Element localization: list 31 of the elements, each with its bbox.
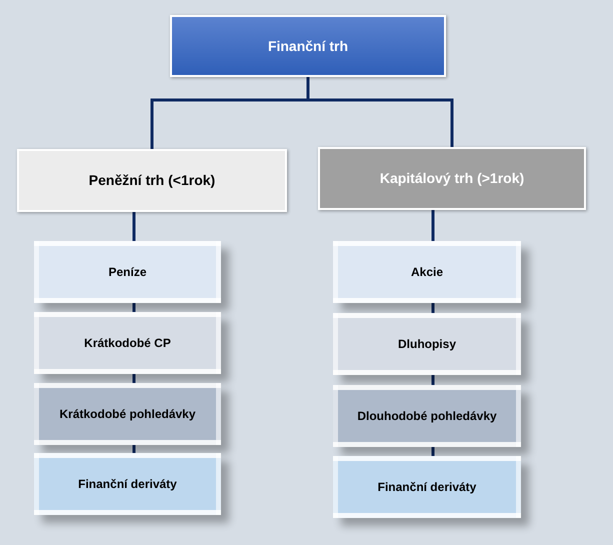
box-label: Kapitálový trh (>1rok): [380, 169, 524, 188]
item-box: [34, 241, 221, 303]
connector-line: [132, 212, 136, 241]
connector-line: [432, 303, 434, 313]
box-label: Peníze: [108, 264, 146, 281]
connector-line: [132, 445, 136, 453]
item-box: [333, 241, 521, 303]
item-box: [333, 313, 521, 375]
connector-line: [432, 447, 434, 456]
root-box: [170, 15, 446, 77]
item-box: [34, 312, 221, 374]
box-label: Akcie: [410, 264, 444, 281]
connector-line: [306, 77, 454, 147]
box-label: Finanční deriváty: [378, 479, 476, 496]
box-label: Finanční trh: [268, 36, 348, 56]
connector-line: [132, 374, 136, 383]
connector-line: [132, 303, 136, 312]
box-label: Dluhopisy: [398, 336, 456, 353]
box-label: Krátkodobé pohledávky: [59, 406, 196, 423]
item-box: [333, 456, 521, 518]
connector-line: [432, 210, 434, 241]
item-box: [333, 385, 521, 447]
box-label: Finanční deriváty: [78, 476, 177, 493]
category-box: [17, 149, 287, 212]
item-box: [34, 453, 221, 515]
box-label: Peněžní trh (<1rok): [88, 171, 216, 190]
item-box: [34, 383, 221, 445]
box-label: Dlouhodobé pohledávky: [357, 408, 497, 425]
box-label: Krátkodobé CP: [84, 335, 171, 352]
connector-line: [432, 375, 434, 385]
category-box: [318, 147, 586, 210]
